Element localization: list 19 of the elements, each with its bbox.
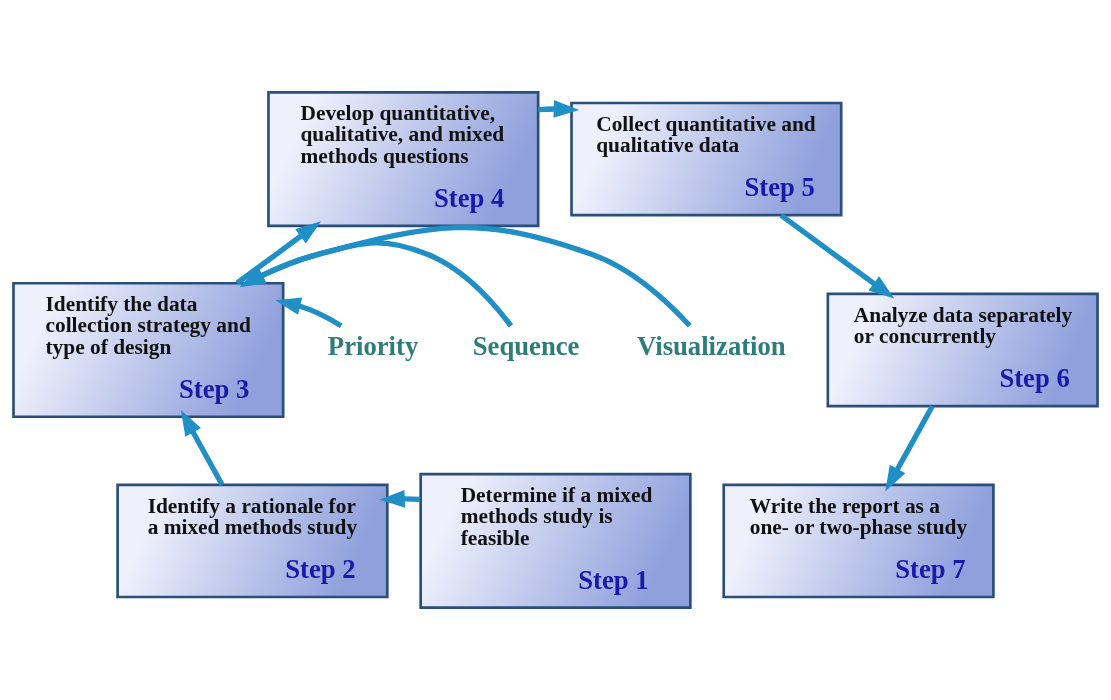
node-box: Analyze data separately or concurrently Step 6 [826,292,1099,408]
node-text: Priority [327,331,419,362]
node-box: Identify the data collection strategy and type of design Step 3 [12,281,285,419]
arrow [180,410,225,486]
arrow [379,489,421,508]
arrow [235,221,321,286]
arrow [538,100,580,118]
arrow [239,240,514,328]
node-box: Identify a rationale for a mixed methods study Step 2 [116,483,389,599]
node-box: Write the report as a one- or two-phase study Step 7 [722,483,995,599]
node-box: Collect quantitative and qualitative data Step 5 [570,101,843,217]
arrow [275,297,343,329]
node-box: Determine if a mixed methods study is feasible Step 1 [419,472,692,609]
node-box: Develop quantitative, qualitative, and mixed methods questions Step 4 [267,91,540,228]
arrow [885,405,935,492]
node-text: Sequence [472,331,580,362]
arrow [239,224,692,328]
node-text: Visualization [636,331,786,362]
arrow [779,213,895,299]
